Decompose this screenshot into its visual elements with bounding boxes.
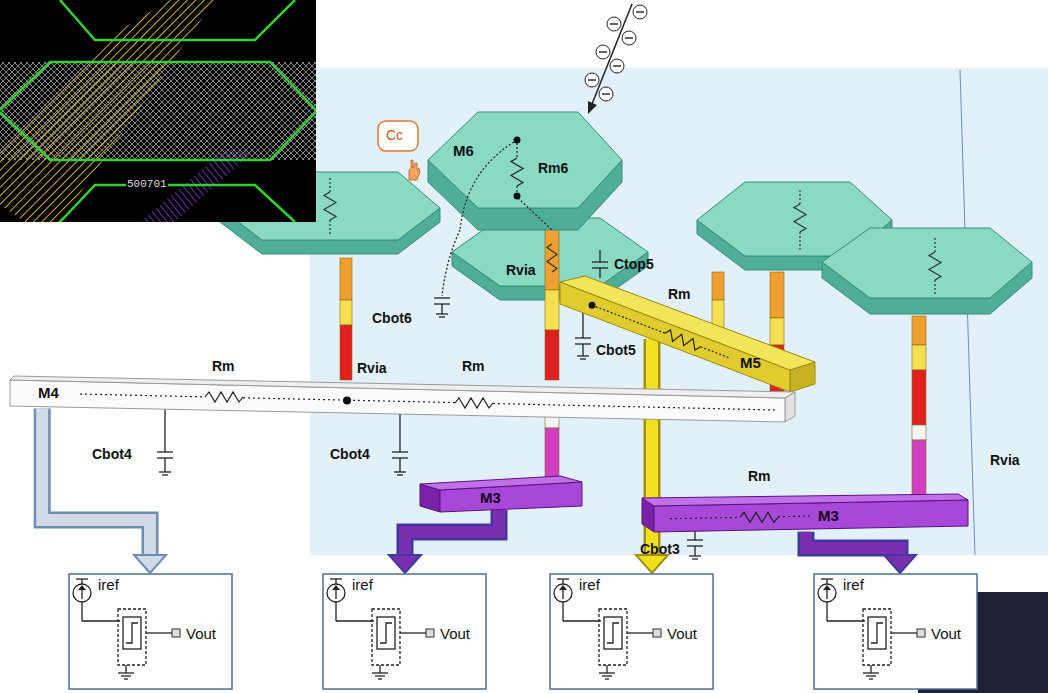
- readout-circuit-box: irefVout: [549, 573, 714, 690]
- metal-line-m4-outline: [10, 376, 800, 424]
- signal-arrow: [389, 510, 499, 573]
- signal-arrow: [806, 532, 916, 573]
- resistor-label: Rm: [748, 468, 771, 484]
- metal-line-m4: M4: [10, 376, 800, 424]
- capacitor-label: Cbot4: [92, 446, 132, 462]
- signal-arrow: [42, 408, 166, 573]
- output-label: Vout: [186, 625, 216, 642]
- output-label: Vout: [667, 625, 697, 642]
- metal-pad-m6: M6: [428, 112, 624, 232]
- metal-line-m3-outline: [418, 474, 584, 514]
- output-label: Vout: [440, 625, 470, 642]
- current-label: iref: [579, 576, 600, 593]
- resistor-label: Rvia: [506, 262, 536, 278]
- capacitor-label: Cbot5: [596, 342, 636, 358]
- coupling-label: Cc: [386, 127, 403, 143]
- resistor-label: Rvia: [357, 360, 387, 376]
- metal-line-m3: M3: [640, 490, 970, 534]
- signal-arrow: [636, 339, 668, 573]
- metal-line-m3-outline: [640, 490, 970, 534]
- layer-name: M5: [740, 354, 761, 371]
- resistor-label: Rm: [212, 358, 235, 374]
- current-label: iref: [352, 576, 373, 593]
- capacitor-label: Cbot3: [640, 541, 680, 557]
- resistor-label: Rvia: [990, 452, 1020, 468]
- metal-pad-m6-outline: [428, 112, 624, 232]
- readout-circuit-box: irefVout: [322, 573, 487, 690]
- readout-circuit-box: irefVout: [68, 573, 233, 690]
- resistor-label: Rm: [668, 286, 691, 302]
- layer-name: M3: [480, 489, 501, 506]
- capacitor-label: Ctop5: [614, 256, 654, 272]
- capacitor-label: Cbot4: [330, 446, 370, 462]
- metal-line-m3: M3: [418, 474, 584, 514]
- coupling-cap-box: Cc: [377, 120, 419, 152]
- current-label: iref: [843, 576, 864, 593]
- capacitor-label: Cbot6: [372, 310, 412, 326]
- layer-name: M4: [38, 384, 59, 401]
- layer-name: M3: [818, 507, 839, 524]
- readout-circuit-box: irefVout: [813, 573, 978, 690]
- layer-name: M6: [453, 142, 474, 159]
- resistor-label: Rm: [462, 358, 485, 374]
- output-label: Vout: [931, 625, 961, 642]
- layout-id: 500701: [126, 178, 168, 191]
- current-label: iref: [98, 576, 119, 593]
- resistor-label: Rm6: [538, 160, 568, 176]
